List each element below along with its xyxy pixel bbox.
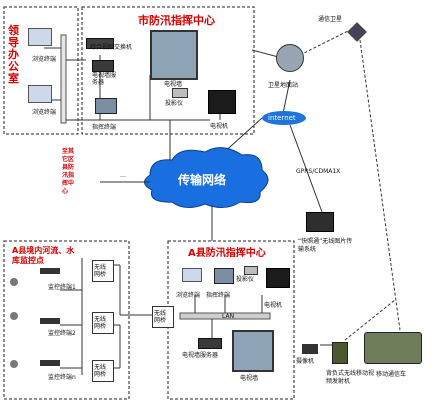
vehicle-icon xyxy=(364,332,422,364)
backpack-label: 背负式无线移动视频发射机 xyxy=(326,370,375,385)
city-center-box xyxy=(81,6,255,135)
monitor-terminal-label: 监控终端n xyxy=(48,374,76,381)
monitor-terminal-label: 监控终端2 xyxy=(48,330,76,337)
laptop-icon xyxy=(28,85,52,103)
laptop-icon xyxy=(182,268,202,282)
camera-icon xyxy=(306,212,334,232)
county-tv-wall-label: 电视墙 xyxy=(240,375,259,382)
camera-icon xyxy=(10,278,18,286)
monitoring-title: A县境内河流、水库监控点 xyxy=(12,246,75,265)
dish-icon xyxy=(276,44,304,72)
server-icon xyxy=(92,60,114,72)
camera-icon xyxy=(10,312,18,320)
switch-label: 综合视频交换机 xyxy=(90,44,133,51)
encoder-icon xyxy=(40,360,60,366)
monitor-terminal-label: 监控终端1 xyxy=(48,284,76,291)
internet-label: internet xyxy=(268,114,296,122)
other-centers-label: 至其它区县防汛指挥中心 xyxy=(62,148,75,195)
projector-label: 投影仪 xyxy=(165,100,184,107)
county-tv-server-label: 电视墙服务器 xyxy=(182,352,219,359)
lan-label: LAN xyxy=(222,313,235,320)
terminal-icon xyxy=(214,268,234,284)
tv-wall-icon xyxy=(150,30,198,80)
laptop-icon xyxy=(28,28,52,46)
network-label: 传输网络 xyxy=(178,173,227,187)
backpack-icon xyxy=(332,342,348,364)
camcorder-icon xyxy=(302,344,318,354)
station-label: 卫星地面站 xyxy=(268,82,299,89)
county-projector-label: 投影仪 xyxy=(236,276,255,283)
bridge-box xyxy=(92,312,114,334)
bridge-box xyxy=(92,360,114,382)
county-center-box xyxy=(167,240,295,400)
vehicle-label: 移动通信车 xyxy=(376,371,407,378)
browse-terminal-label: 浏览终端 xyxy=(32,109,57,116)
projector-icon xyxy=(172,88,188,98)
switch-icon xyxy=(86,38,114,49)
gprs-label: GPRS/CDMA1X xyxy=(296,168,341,175)
encoder-icon xyxy=(40,268,60,274)
command-terminal-label: 指挥终端 xyxy=(92,124,117,131)
satellite-label: 通信卫星 xyxy=(318,16,343,23)
county-center-title: A县防汛指挥中心 xyxy=(188,248,266,259)
bridge-label: 无线网桥 xyxy=(94,364,107,378)
internet-cloud xyxy=(262,111,306,125)
tv-label: 电视机 xyxy=(210,123,229,130)
monitoring-box xyxy=(3,240,130,400)
browse-terminal-label: 浏览终端 xyxy=(32,56,57,63)
county-command-label: 指挥终端 xyxy=(206,292,231,299)
camera-icon xyxy=(10,360,18,368)
county-tv-label: 电视机 xyxy=(264,302,283,309)
tv-server-label: 电视墙服务器 xyxy=(92,72,117,86)
city-center-title: 市防汛指挥中心 xyxy=(138,14,215,27)
bridge-label: 无线网桥 xyxy=(94,264,107,278)
tv-wall-label: 电视墙 xyxy=(164,81,183,88)
county-browse-label: 浏览终端 xyxy=(176,292,201,299)
encoder-icon xyxy=(40,318,60,324)
network-cloud xyxy=(144,147,269,208)
city-bus xyxy=(60,34,67,124)
bridge-box xyxy=(152,306,174,328)
bridge-label: 无线网桥 xyxy=(94,316,107,330)
terminal-icon xyxy=(95,98,117,114)
ellipsis: … xyxy=(120,172,126,179)
bridge-label: 无线网桥 xyxy=(154,310,167,324)
leader-office-title: 领导办公室 xyxy=(8,24,19,85)
projector-icon xyxy=(244,266,258,275)
camera-label: “快照通”无线图片传输系统 xyxy=(298,238,353,253)
tv-icon xyxy=(266,268,290,288)
server-icon xyxy=(198,338,222,349)
camcorder-label: 摄像机 xyxy=(296,358,315,365)
tv-wall-icon xyxy=(232,330,274,372)
tv-icon xyxy=(208,90,236,114)
bridge-box xyxy=(92,260,114,282)
leader-office-box xyxy=(3,6,79,135)
